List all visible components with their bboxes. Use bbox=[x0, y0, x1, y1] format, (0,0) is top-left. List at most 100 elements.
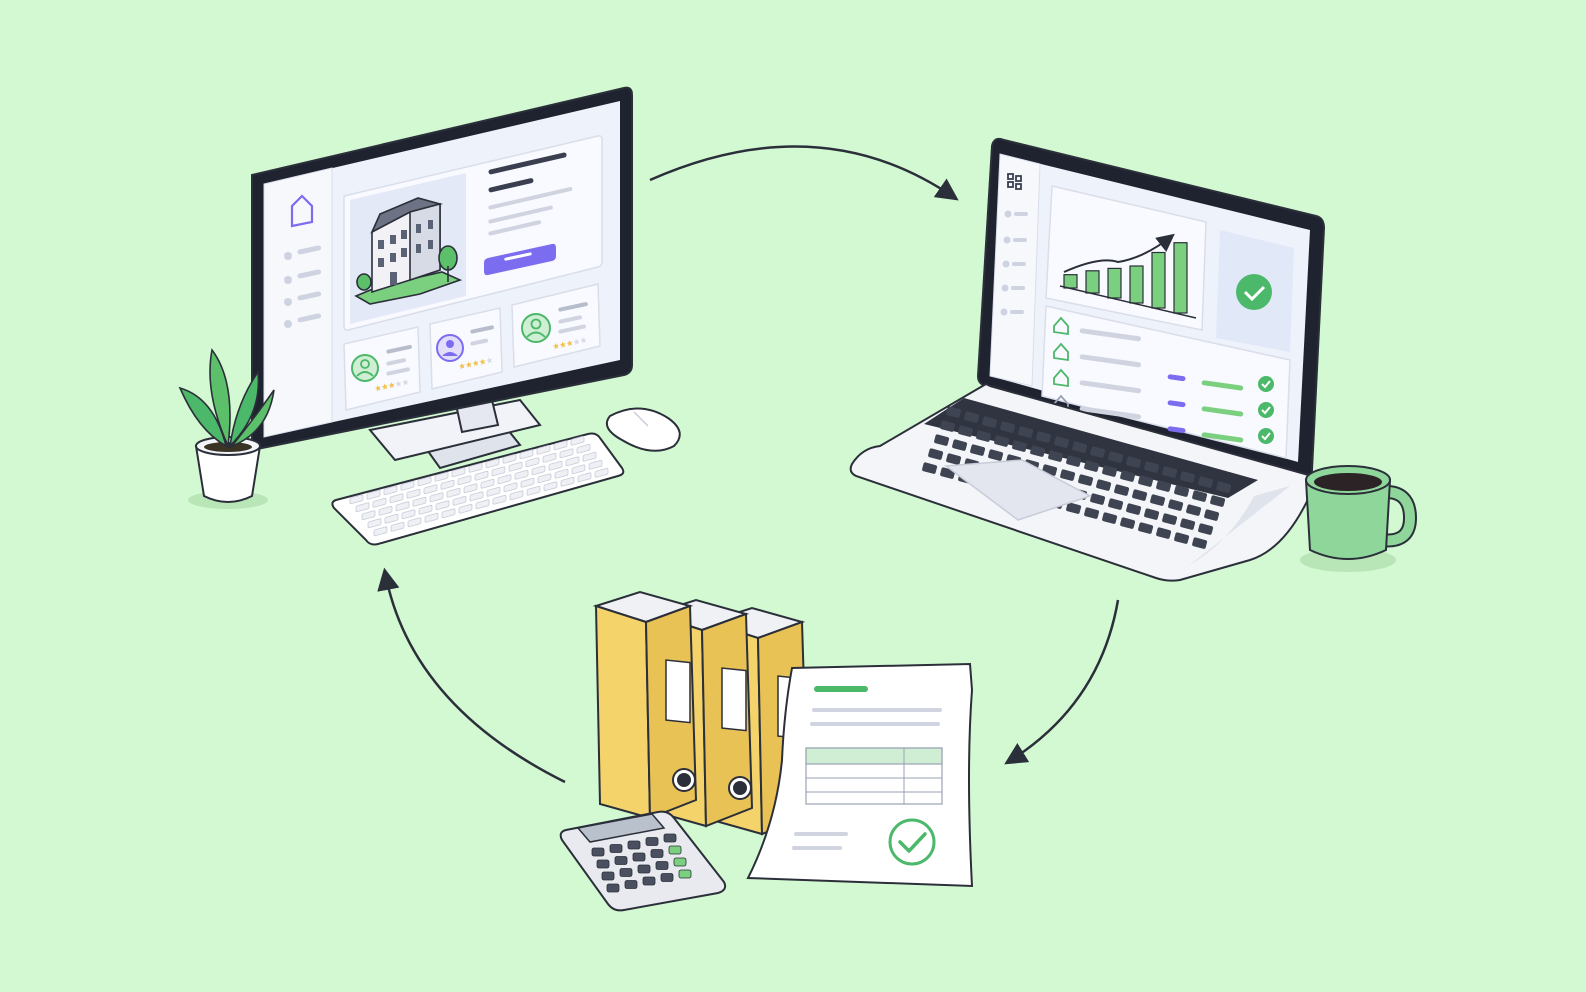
review-card[interactable] bbox=[511, 283, 601, 368]
grid-menu-icon[interactable] bbox=[1007, 173, 1022, 190]
key bbox=[1156, 527, 1172, 539]
calculator-key bbox=[650, 849, 664, 858]
review-card[interactable] bbox=[343, 326, 421, 411]
key bbox=[1174, 532, 1190, 544]
key bbox=[1114, 484, 1130, 496]
cycle-arrow-icon bbox=[649, 145, 959, 201]
table-row[interactable] bbox=[1053, 368, 1274, 418]
star bbox=[458, 363, 465, 370]
listing-details bbox=[488, 152, 573, 236]
table-row[interactable] bbox=[1053, 316, 1142, 342]
review-card[interactable] bbox=[429, 307, 503, 390]
star bbox=[395, 380, 402, 387]
calculator-key bbox=[673, 857, 687, 867]
key bbox=[475, 499, 490, 510]
key bbox=[976, 430, 992, 442]
key bbox=[469, 491, 484, 502]
mouse-icon[interactable] bbox=[606, 407, 681, 452]
key bbox=[1162, 513, 1178, 525]
sidebar-item[interactable] bbox=[284, 298, 292, 306]
star bbox=[559, 341, 566, 348]
table-row[interactable] bbox=[1053, 394, 1274, 444]
key bbox=[1192, 537, 1208, 549]
star bbox=[573, 338, 580, 345]
key bbox=[1120, 517, 1136, 529]
key bbox=[1162, 466, 1178, 478]
key bbox=[531, 465, 546, 476]
key bbox=[383, 485, 398, 496]
key bbox=[509, 490, 524, 501]
check-circle-icon bbox=[1236, 274, 1272, 310]
invoice-document-icon bbox=[746, 662, 974, 888]
calculator-icon bbox=[559, 810, 727, 912]
key bbox=[970, 444, 986, 456]
trackpad[interactable] bbox=[943, 459, 1092, 521]
key bbox=[1144, 508, 1160, 520]
key bbox=[940, 420, 956, 432]
view-listing-button[interactable] bbox=[484, 243, 556, 276]
key bbox=[553, 440, 568, 451]
key bbox=[982, 416, 998, 428]
key bbox=[1054, 436, 1070, 448]
sidebar-item[interactable] bbox=[284, 252, 292, 260]
key bbox=[1030, 445, 1046, 457]
chart-bar bbox=[1173, 242, 1188, 314]
calculator-key bbox=[627, 840, 641, 850]
key bbox=[1144, 461, 1160, 473]
check-circle-icon bbox=[1258, 402, 1274, 418]
key bbox=[582, 451, 597, 462]
invoice-table bbox=[805, 747, 943, 805]
key bbox=[1216, 481, 1232, 493]
key bbox=[1180, 518, 1196, 530]
key bbox=[492, 494, 507, 505]
cycle-arrows bbox=[377, 145, 1120, 784]
key bbox=[497, 474, 512, 485]
check-circle-icon bbox=[888, 818, 936, 866]
featured-listing-card[interactable] bbox=[343, 135, 603, 331]
real-estate-listing-screen bbox=[263, 101, 620, 438]
key bbox=[418, 504, 433, 515]
key bbox=[389, 493, 404, 504]
bar-chart-icon bbox=[1045, 185, 1207, 331]
key bbox=[559, 448, 574, 459]
key bbox=[367, 518, 382, 529]
chart-bar bbox=[1063, 274, 1078, 289]
key bbox=[526, 485, 541, 496]
key bbox=[373, 526, 388, 537]
table-row[interactable] bbox=[1053, 342, 1274, 392]
sidebar-item[interactable] bbox=[284, 320, 292, 328]
sidebar-item[interactable] bbox=[284, 276, 292, 284]
key bbox=[958, 425, 974, 437]
chart-bar bbox=[1129, 265, 1144, 304]
key bbox=[1066, 455, 1082, 467]
cycle-arrow-icon bbox=[377, 567, 566, 784]
desktop-computer bbox=[251, 86, 633, 470]
key bbox=[429, 492, 444, 503]
key bbox=[503, 482, 518, 493]
key bbox=[988, 449, 1004, 461]
house-icon[interactable] bbox=[290, 194, 314, 228]
key bbox=[1186, 504, 1202, 516]
laptop-computer bbox=[849, 137, 1326, 582]
calculator-key bbox=[624, 880, 638, 889]
plant-icon bbox=[178, 348, 275, 509]
key bbox=[571, 464, 586, 475]
sidebar-item[interactable] bbox=[1000, 308, 1008, 316]
key bbox=[1204, 509, 1220, 521]
binder-icon bbox=[592, 590, 698, 820]
sidebar-item[interactable] bbox=[1004, 210, 1012, 218]
chart-bar bbox=[1107, 267, 1122, 299]
key bbox=[1156, 480, 1172, 492]
sidebar-item[interactable] bbox=[1002, 260, 1010, 268]
sidebar-item[interactable] bbox=[1003, 236, 1011, 244]
key bbox=[372, 497, 387, 508]
key bbox=[922, 462, 938, 474]
key bbox=[1126, 456, 1142, 468]
analytics-dashboard-screen bbox=[989, 153, 1310, 462]
key bbox=[480, 478, 495, 489]
sidebar-item[interactable] bbox=[1001, 284, 1009, 292]
key bbox=[946, 406, 962, 418]
key bbox=[1090, 493, 1106, 505]
key bbox=[400, 480, 415, 491]
sidebar bbox=[989, 153, 1041, 387]
